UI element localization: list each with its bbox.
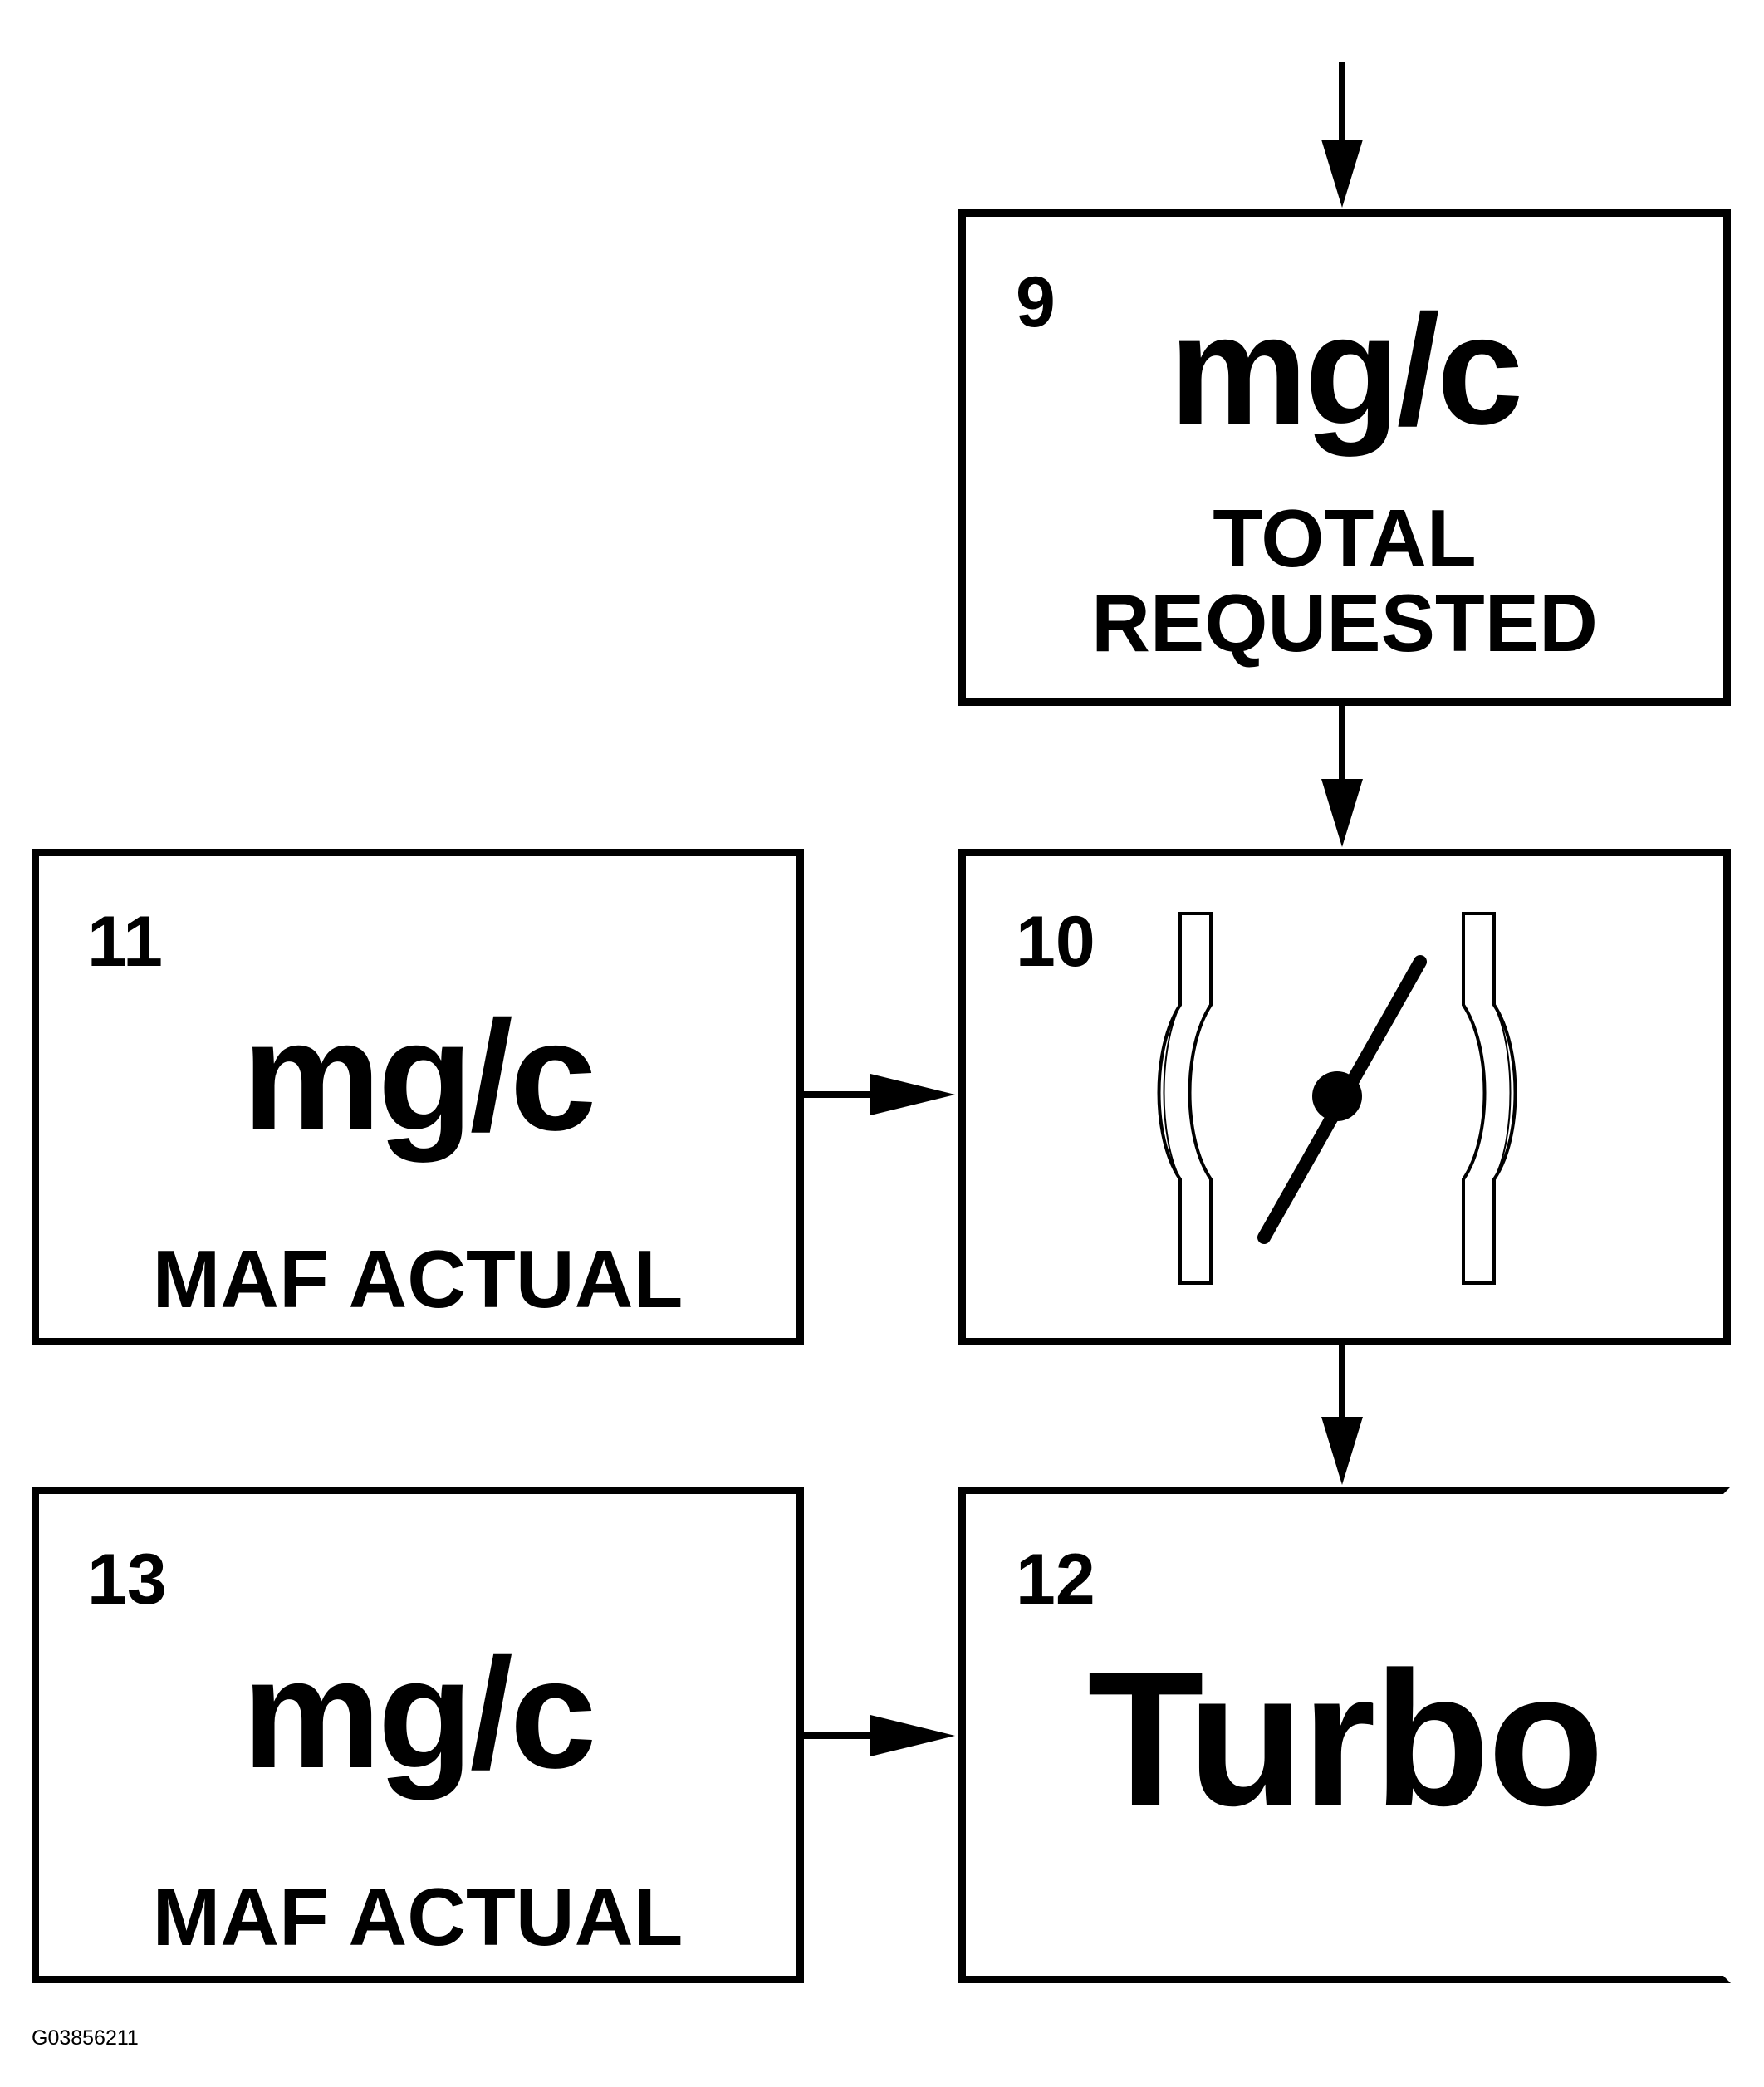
arrow-13-to-12	[804, 1715, 955, 1756]
block-13-maf-actual: 13 mg/c MAF ACTUAL	[32, 1487, 804, 1983]
block-number: 9	[1016, 262, 1056, 342]
arrow-10-to-12	[1321, 1345, 1363, 1485]
throttle-plate-icon	[1257, 955, 1427, 1244]
turbo-label: Turbo	[1087, 1632, 1604, 1845]
figure-id: G03856211	[32, 2026, 139, 2050]
block-12-turbo: 12 Turbo	[958, 1487, 1731, 1983]
arrow-into-block-9	[1321, 62, 1363, 208]
arrow-11-to-10	[804, 1074, 955, 1115]
block-11-maf-actual: 11 mg/c MAF ACTUAL	[32, 849, 804, 1345]
unit-label: mg/c	[242, 988, 597, 1163]
unit-label: mg/c	[1169, 282, 1524, 457]
unit-label: mg/c	[242, 1626, 597, 1800]
arrow-9-to-10	[1321, 706, 1363, 847]
block-number: 13	[87, 1540, 167, 1619]
label-line-2: REQUESTED	[1091, 577, 1598, 669]
block-number: 10	[1016, 902, 1095, 982]
label: MAF ACTUAL	[152, 1233, 684, 1325]
label: MAF ACTUAL	[152, 1871, 684, 1962]
block-number: 12	[1016, 1540, 1095, 1619]
throttle-valve-icon	[1157, 912, 1517, 1285]
label-line-1: TOTAL	[1213, 492, 1477, 584]
block-9-total-requested: 9 mg/c TOTAL REQUESTED	[958, 209, 1731, 706]
block-number: 11	[87, 902, 163, 982]
